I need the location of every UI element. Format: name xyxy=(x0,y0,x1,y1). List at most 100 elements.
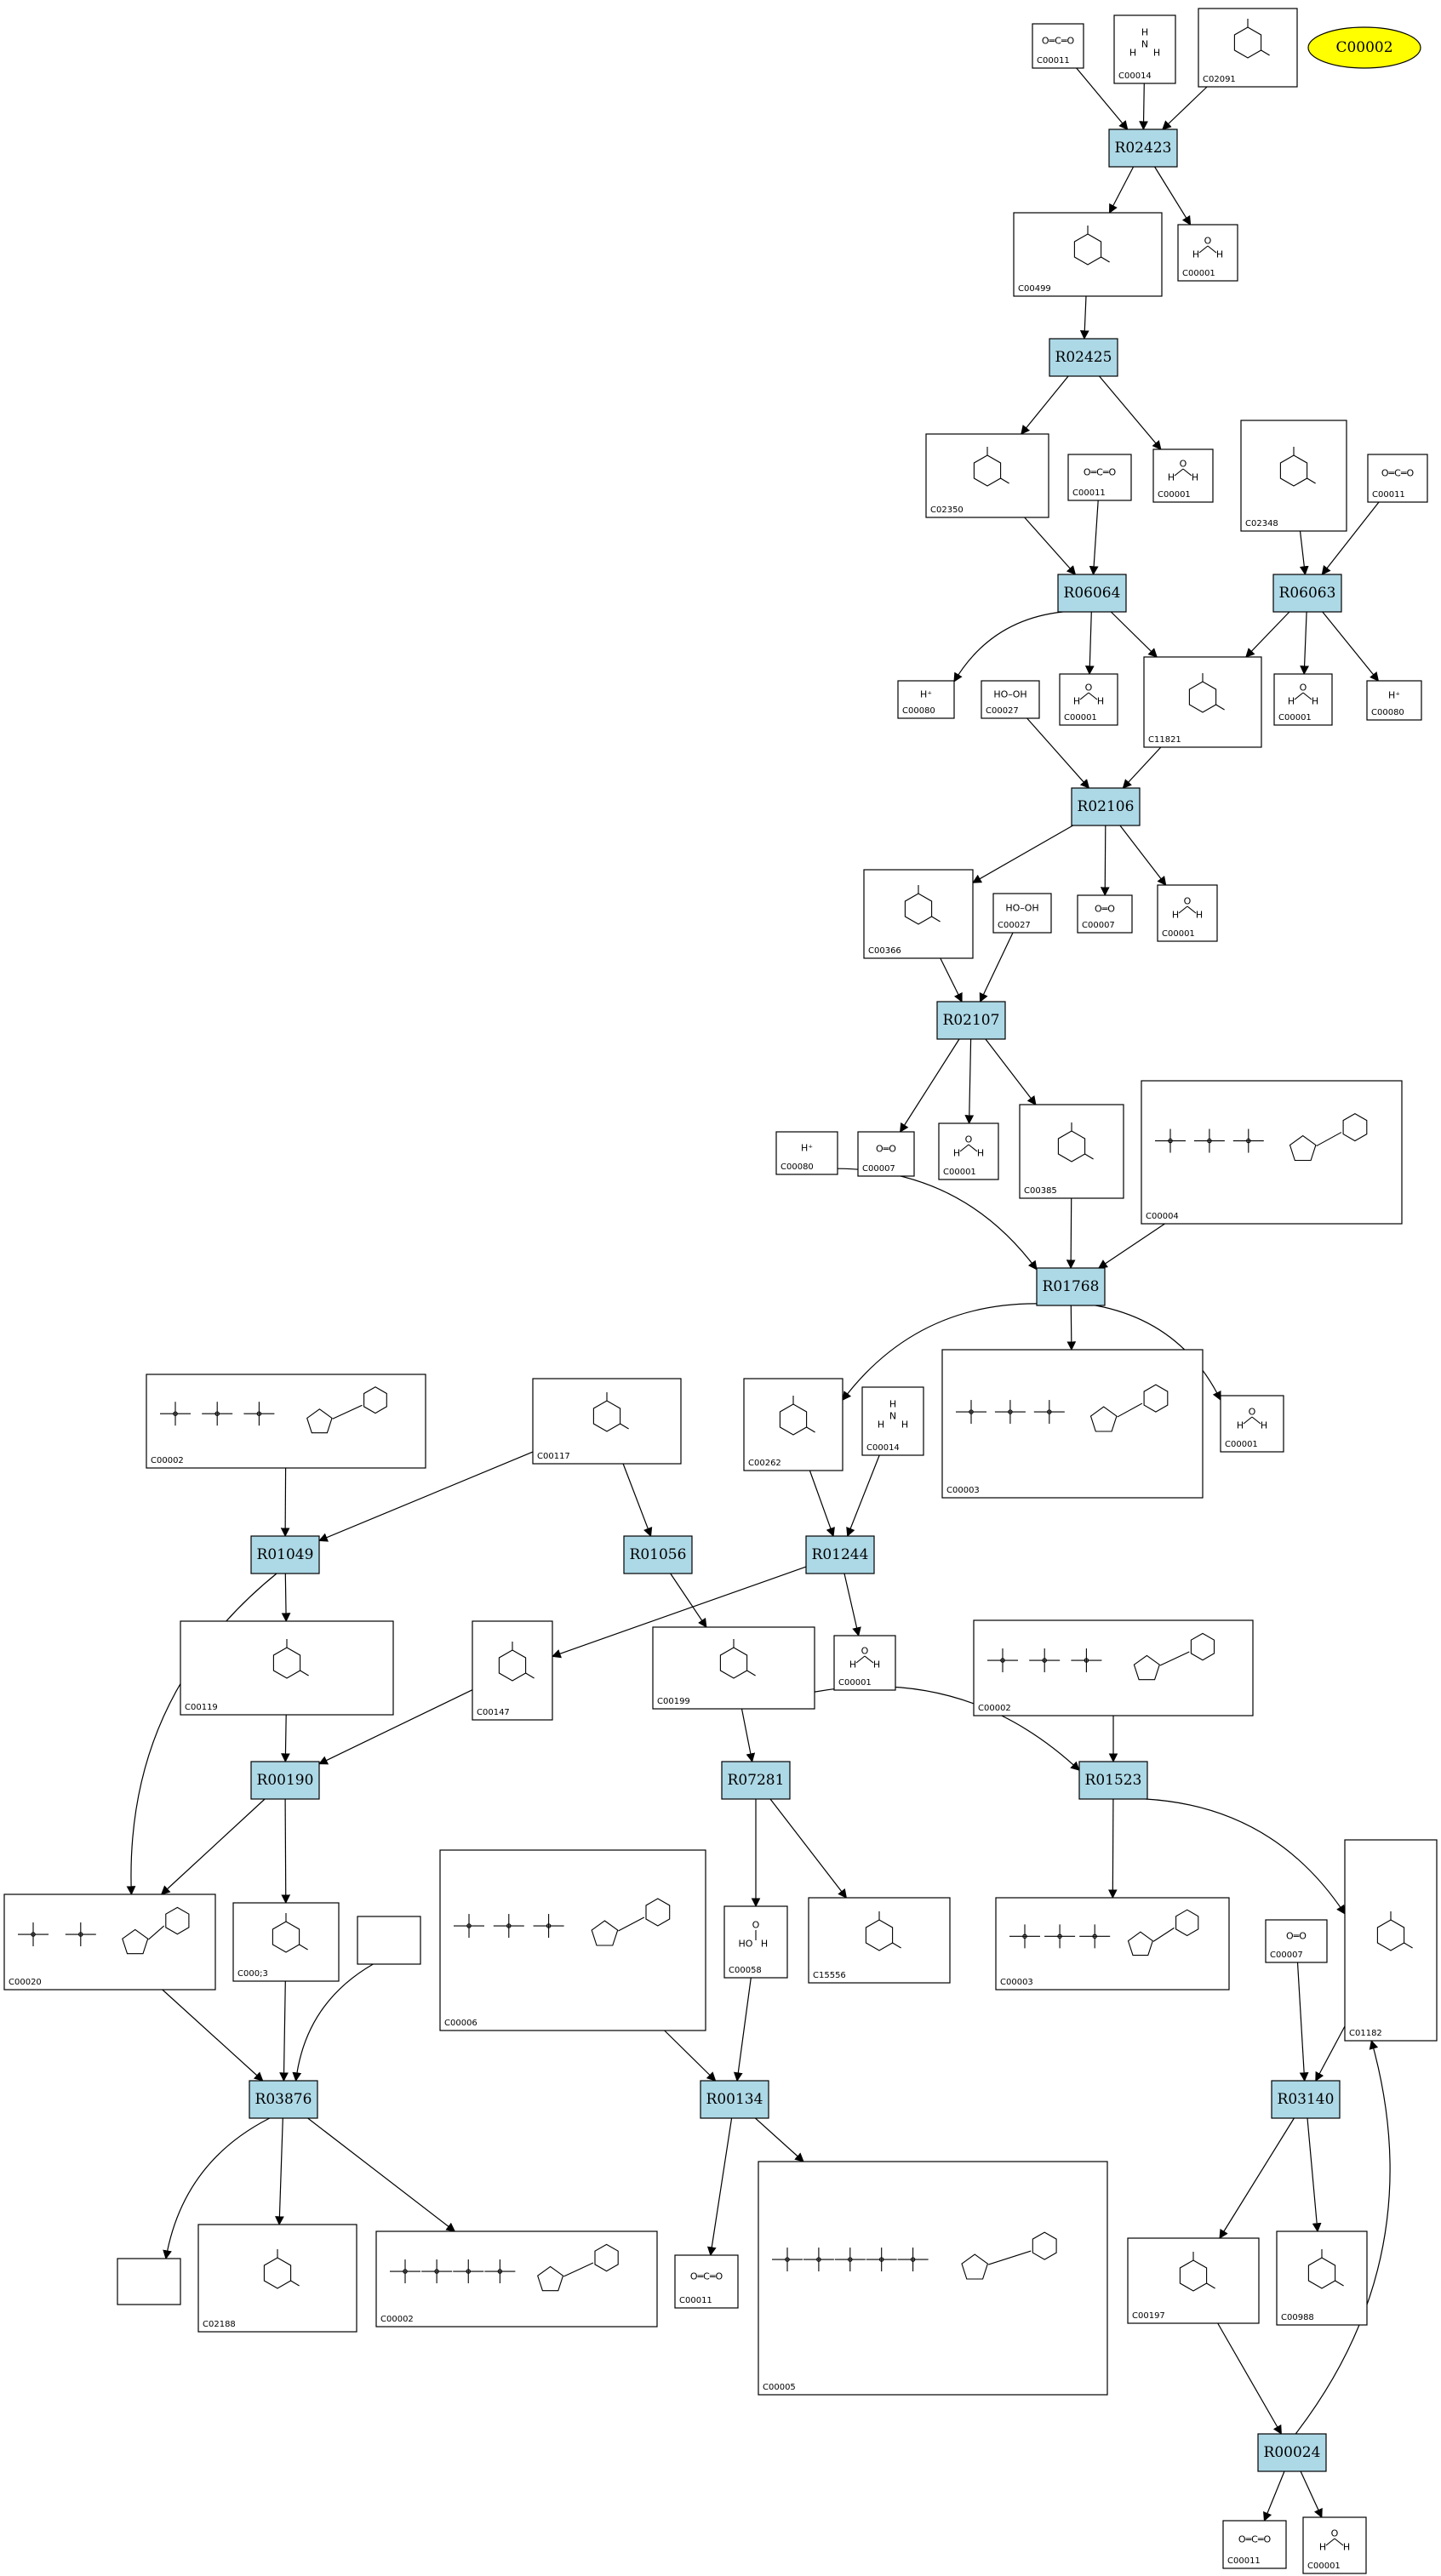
structure-drawing: H⁺ xyxy=(1388,690,1400,701)
svg-text:HO: HO xyxy=(739,1939,753,1950)
edge-arrow xyxy=(318,1451,534,1542)
reaction-node[interactable]: R07281 xyxy=(721,1761,791,1800)
compound-node[interactable]: C00006 xyxy=(439,1849,706,2031)
structure-drawing xyxy=(1188,673,1225,713)
compound-node[interactable]: C02350 xyxy=(925,433,1049,518)
reaction-node[interactable]: R01056 xyxy=(623,1535,693,1574)
reaction-node[interactable]: R00190 xyxy=(250,1761,320,1800)
compound-node[interactable] xyxy=(357,1916,421,1965)
compound-node[interactable] xyxy=(117,2258,181,2305)
reaction-node[interactable]: R02107 xyxy=(936,1001,1006,1040)
compound-node[interactable]: C00385 xyxy=(1019,1104,1124,1199)
compound-label: C01182 xyxy=(1349,2029,1382,2038)
edge-arrow xyxy=(1076,67,1129,130)
reaction-node[interactable]: R01768 xyxy=(1036,1267,1106,1306)
compound-node[interactable]: C00005 xyxy=(758,2161,1108,2396)
structure-drawing xyxy=(865,1911,901,1951)
edge-arrow xyxy=(1066,1197,1076,1270)
compound-node[interactable]: C02188 xyxy=(197,2224,357,2333)
compound-node[interactable]: C00197 xyxy=(1127,2237,1260,2324)
compound-node[interactable]: C00004 xyxy=(1141,1080,1403,1225)
highlight-ellipse[interactable]: C00002 xyxy=(1307,26,1421,69)
compound-node[interactable]: C000;3 xyxy=(232,1902,340,1982)
svg-text:O: O xyxy=(1180,459,1187,470)
structure-drawing xyxy=(956,1384,1169,1432)
reaction-label: R00190 xyxy=(257,1772,314,1789)
compound-node[interactable]: C00002 xyxy=(973,1619,1254,1716)
edge-arrow xyxy=(1089,500,1099,576)
edge-arrow xyxy=(733,1977,752,2082)
reaction-node[interactable]: R00134 xyxy=(700,2080,769,2119)
compound-node[interactable]: C00199 xyxy=(652,1626,815,1710)
reaction-node[interactable]: R02423 xyxy=(1108,129,1178,168)
compound-node[interactable]: C00119 xyxy=(180,1620,394,1716)
edge-arrow xyxy=(292,1963,374,2082)
compound-node[interactable]: C00366 xyxy=(863,869,974,959)
structure-drawing xyxy=(1233,19,1270,59)
compound-node[interactable]: C00002 xyxy=(375,2230,658,2328)
reaction-node[interactable]: R02425 xyxy=(1049,338,1118,377)
compound-node[interactable]: C00003 xyxy=(995,1897,1230,1991)
compound-label: C00001 xyxy=(1162,929,1195,939)
compound-node[interactable]: C15556 xyxy=(808,1897,951,1984)
edges-layer xyxy=(126,67,1391,2522)
compound-node[interactable]: C02091 xyxy=(1198,8,1298,88)
structure-drawing: HOH xyxy=(1192,236,1223,260)
compound-node[interactable]: C01182 xyxy=(1344,1839,1438,2042)
edge-arrow xyxy=(706,2117,733,2257)
reaction-node[interactable]: R06063 xyxy=(1272,574,1342,613)
reaction-label: R03140 xyxy=(1278,2091,1335,2108)
compound-node[interactable]: H⁺C00080 xyxy=(1366,680,1422,721)
compound-node[interactable]: C00117 xyxy=(532,1378,682,1465)
svg-text:O═C═O: O═C═O xyxy=(690,2271,723,2282)
compound-node[interactable]: H⁺C00080 xyxy=(897,680,955,719)
structure-drawing xyxy=(719,1639,756,1679)
compound-node[interactable]: C00262 xyxy=(743,1378,843,1471)
compound-node[interactable]: H⁺C00080 xyxy=(775,1131,838,1175)
edge-arrow xyxy=(754,2117,804,2162)
reaction-node[interactable]: R03876 xyxy=(249,2080,318,2119)
edge-arrow xyxy=(622,1463,653,1538)
compound-node[interactable]: C00499 xyxy=(1013,212,1163,297)
reaction-node[interactable]: R02106 xyxy=(1071,787,1141,826)
reaction-node[interactable]: R06064 xyxy=(1057,574,1127,613)
compound-node[interactable]: C02348 xyxy=(1240,420,1347,532)
compound-node[interactable]: C00020 xyxy=(3,1893,216,1991)
compound-node[interactable]: C11821 xyxy=(1143,656,1262,748)
structure-drawing xyxy=(18,1906,190,1955)
compound-node[interactable]: C00003 xyxy=(941,1349,1204,1499)
compound-node[interactable]: C00147 xyxy=(472,1620,553,1721)
reaction-node[interactable]: R01523 xyxy=(1078,1761,1148,1800)
svg-text:H: H xyxy=(901,1419,908,1431)
reaction-node[interactable]: R03140 xyxy=(1271,2080,1341,2119)
reaction-label: R01768 xyxy=(1043,1278,1100,1295)
compound-node[interactable]: C00002 xyxy=(146,1374,426,1469)
reaction-node[interactable]: R01049 xyxy=(250,1535,320,1574)
compound-node[interactable]: C00988 xyxy=(1276,2230,1368,2326)
reaction-node[interactable]: R00024 xyxy=(1257,2433,1327,2472)
reaction-node[interactable]: R01244 xyxy=(805,1535,875,1574)
